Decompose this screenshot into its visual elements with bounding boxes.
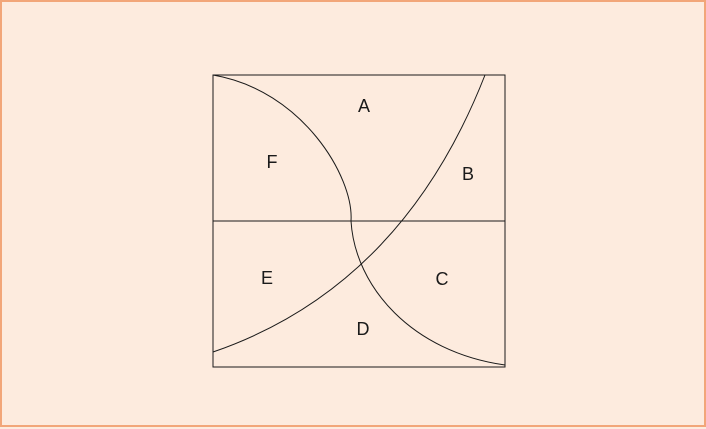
region-label-d: D [357, 319, 370, 339]
rising-curve [212, 74, 486, 353]
region-label-b: B [462, 164, 474, 184]
region-label-f: F [267, 152, 278, 172]
region-label-e: E [261, 268, 273, 288]
falling-s-curve [212, 74, 506, 366]
region-label-c: C [436, 269, 449, 289]
region-label-a: A [358, 96, 370, 116]
